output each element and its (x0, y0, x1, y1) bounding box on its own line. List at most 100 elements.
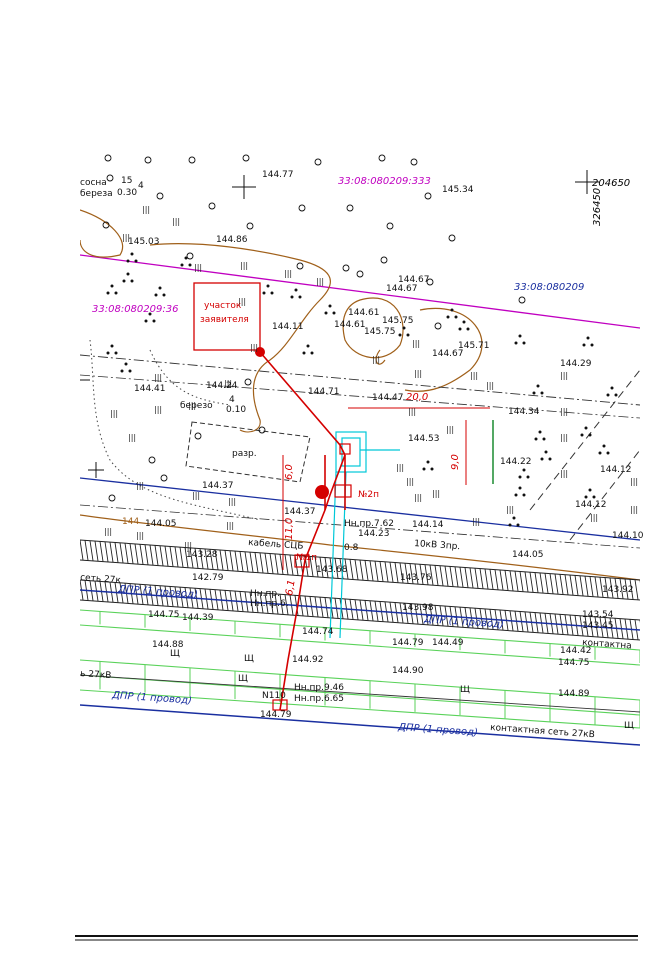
hatch-stroke (499, 569, 504, 591)
hatch-stroke (454, 566, 459, 587)
shrub-symbol (540, 391, 544, 395)
shrub-symbol (584, 495, 588, 499)
hatch-stroke (109, 542, 114, 563)
grass-symbol: ||| (250, 343, 258, 352)
tree-symbol (246, 222, 254, 230)
hatch-stroke (80, 539, 84, 561)
dash-dot-line (80, 354, 640, 406)
hatch-stroke (164, 546, 169, 567)
shrub-symbol (592, 495, 596, 499)
grass-symbol: ||| (136, 481, 144, 490)
grass-symbol: ||| (446, 425, 454, 434)
dotted-boundary (149, 349, 231, 406)
shrub-symbol (516, 523, 520, 527)
contour-line (149, 243, 331, 433)
hatch-stroke (184, 547, 189, 568)
grass-symbol: ||| (560, 407, 568, 416)
shrub-symbol (430, 467, 434, 471)
dotted-boundary (89, 339, 261, 521)
shrub-symbol (588, 433, 592, 437)
tree-type: березо (180, 401, 213, 411)
hatch-stroke (149, 544, 154, 566)
tree-symbol (386, 222, 394, 230)
tree-symbol (208, 202, 216, 210)
value-label: 0.8 (344, 543, 359, 553)
hatch-stroke (619, 578, 624, 599)
shch-marker: Щ (244, 654, 254, 664)
hatch-stroke (144, 544, 149, 565)
hatch-stroke (254, 552, 259, 573)
tree-symbol (194, 432, 202, 440)
shrub-symbol (588, 488, 592, 492)
grid-northing: 326450 (592, 188, 603, 226)
shrub-symbol (522, 341, 526, 345)
invert-label: Нн.пр.6.65 (294, 694, 344, 704)
hatch-stroke (344, 558, 349, 579)
node-label: N110 (262, 691, 286, 701)
shrub-symbol (542, 437, 546, 441)
hatch-stroke (614, 578, 619, 599)
elevation: 144.61 (348, 308, 380, 318)
elevation: 144.11 (272, 322, 304, 332)
shrub-symbol (294, 288, 298, 292)
tree-symbol (410, 158, 418, 166)
shch-marker: Щ (460, 685, 470, 695)
power-line-10kv (80, 477, 640, 541)
hatch-stroke (424, 564, 429, 585)
dashed-line (529, 369, 640, 511)
grass-symbol: ||| (396, 463, 404, 472)
tree-symbol (244, 378, 252, 386)
elevation: 144.75 (148, 610, 180, 620)
shrub-symbol (458, 327, 462, 331)
hatch-stroke (529, 572, 534, 593)
shrub-symbol (126, 259, 130, 263)
hatch-stroke (104, 541, 109, 562)
plot-label-1: участок (204, 301, 242, 311)
shrub-symbol (124, 362, 128, 366)
shrub-symbol (152, 319, 156, 323)
tree-symbol (448, 234, 456, 242)
elevation: 143.68 (316, 565, 348, 575)
elevation: 144.75 (558, 658, 590, 668)
hatch-stroke (119, 542, 124, 563)
plot-label-2: заявителя (200, 315, 249, 325)
shrub-symbol (306, 344, 310, 348)
shrub-symbol (534, 437, 538, 441)
tree-symbol (144, 156, 152, 164)
elevation: 142.79 (192, 573, 224, 583)
shrub-symbol (128, 369, 132, 373)
shrub-symbol (590, 343, 594, 347)
shrub-symbol (462, 320, 466, 324)
contact-network-line (80, 674, 640, 713)
hatch-stroke (439, 565, 444, 586)
hatch-stroke (159, 545, 164, 566)
hatch-stroke (639, 580, 640, 584)
tree-symbol (104, 154, 112, 162)
hatch-stroke (419, 564, 424, 585)
shrub-symbol (290, 295, 294, 299)
shrub-symbol (540, 457, 544, 461)
elevation: 144.10 (612, 531, 644, 541)
hatch-stroke (554, 573, 559, 594)
hatch-stroke (594, 576, 599, 597)
quarter-number: 33:08:080209 (514, 282, 584, 293)
dimension-9: 9,0 (450, 454, 461, 470)
hatch-stroke (574, 575, 579, 596)
shrub-symbol (518, 334, 522, 338)
elevation: 144.05 (145, 519, 177, 529)
tree-symbol (378, 154, 386, 162)
hatch-stroke (459, 567, 464, 588)
shrub-symbol (180, 263, 184, 267)
hatch-stroke (484, 568, 489, 589)
tree-count: 4 (138, 181, 144, 191)
elevation: 144.12 (575, 500, 607, 510)
grass-symbol: ||| (240, 261, 248, 270)
shrub-symbol (518, 486, 522, 490)
hatch-stroke (444, 566, 449, 587)
grass-symbol: ||| (506, 505, 514, 514)
tree-symbol (380, 256, 388, 264)
grass-symbol: ||| (172, 217, 180, 226)
tree-symbol (242, 154, 250, 162)
contour-line (342, 297, 404, 359)
shrub-symbol (580, 433, 584, 437)
